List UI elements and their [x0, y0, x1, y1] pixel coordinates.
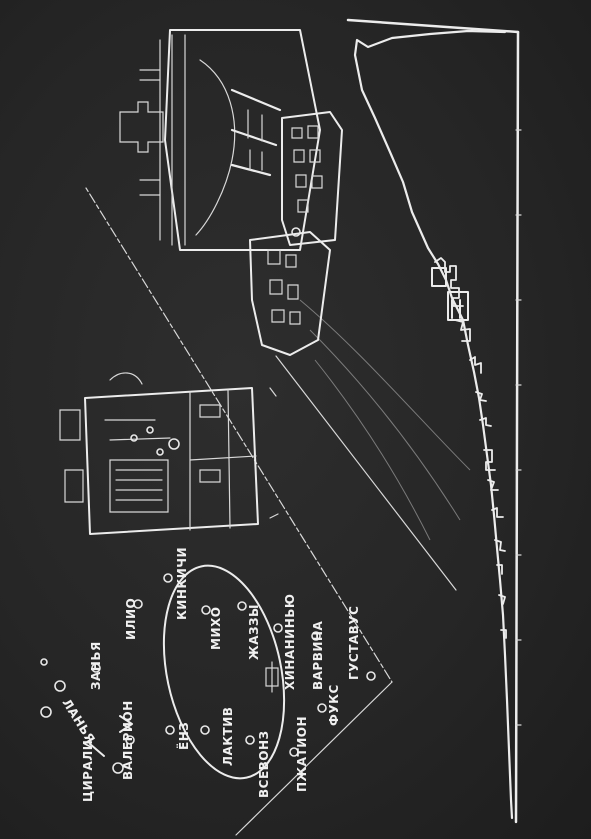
speed-lines	[299, 299, 471, 541]
label-miho: МИХО	[209, 607, 223, 650]
machine-console-illustration	[59, 372, 279, 535]
label-ilio: ИЛИО	[124, 598, 138, 640]
label-pzhaton: ПЖАТИОН	[295, 716, 309, 792]
character-markers	[40, 573, 376, 774]
label-fuks: ФУКС	[327, 684, 341, 726]
label-kinkichi: КИНКИЧИ	[175, 547, 189, 620]
label-laktiv: ЛАКТИВ	[221, 707, 235, 766]
label-zanya: ЗАНЬЯ	[89, 641, 103, 690]
label-hinaninyu: ХИНАНИНЬЮ	[283, 594, 297, 691]
right-edge-ticks	[515, 129, 522, 726]
diagonal-dashed-line	[85, 187, 393, 683]
diagonal-line-2	[275, 355, 457, 591]
label-gustavus: ГУСТАВУС	[347, 606, 361, 680]
flying-fortress-illustration	[119, 29, 343, 356]
right-edge-line	[514, 30, 520, 824]
label-yonz: ЁНЗ	[176, 722, 191, 750]
mountain-horizon-line	[353, 29, 514, 820]
horizon-tower-icon	[431, 267, 469, 321]
skyline-bumps	[434, 257, 507, 639]
table-oval	[162, 564, 286, 780]
table-center-mark	[265, 661, 279, 693]
top-edge-line	[346, 18, 520, 34]
label-tsirali: ЦИРАЛИ	[81, 740, 95, 802]
diagonal-return-line	[235, 681, 393, 836]
label-lanya: ЛАНЬЯ	[59, 696, 97, 746]
label-vsevonz: ВСЕВОНЗ	[257, 730, 271, 798]
label-valerion: ВАЛЕРИОН	[121, 700, 135, 780]
label-varvina: ВАРВИНА	[311, 621, 325, 690]
label-zhazzy: ЖАЗЗЫ	[247, 604, 261, 660]
arrow-icon	[89, 715, 133, 757]
